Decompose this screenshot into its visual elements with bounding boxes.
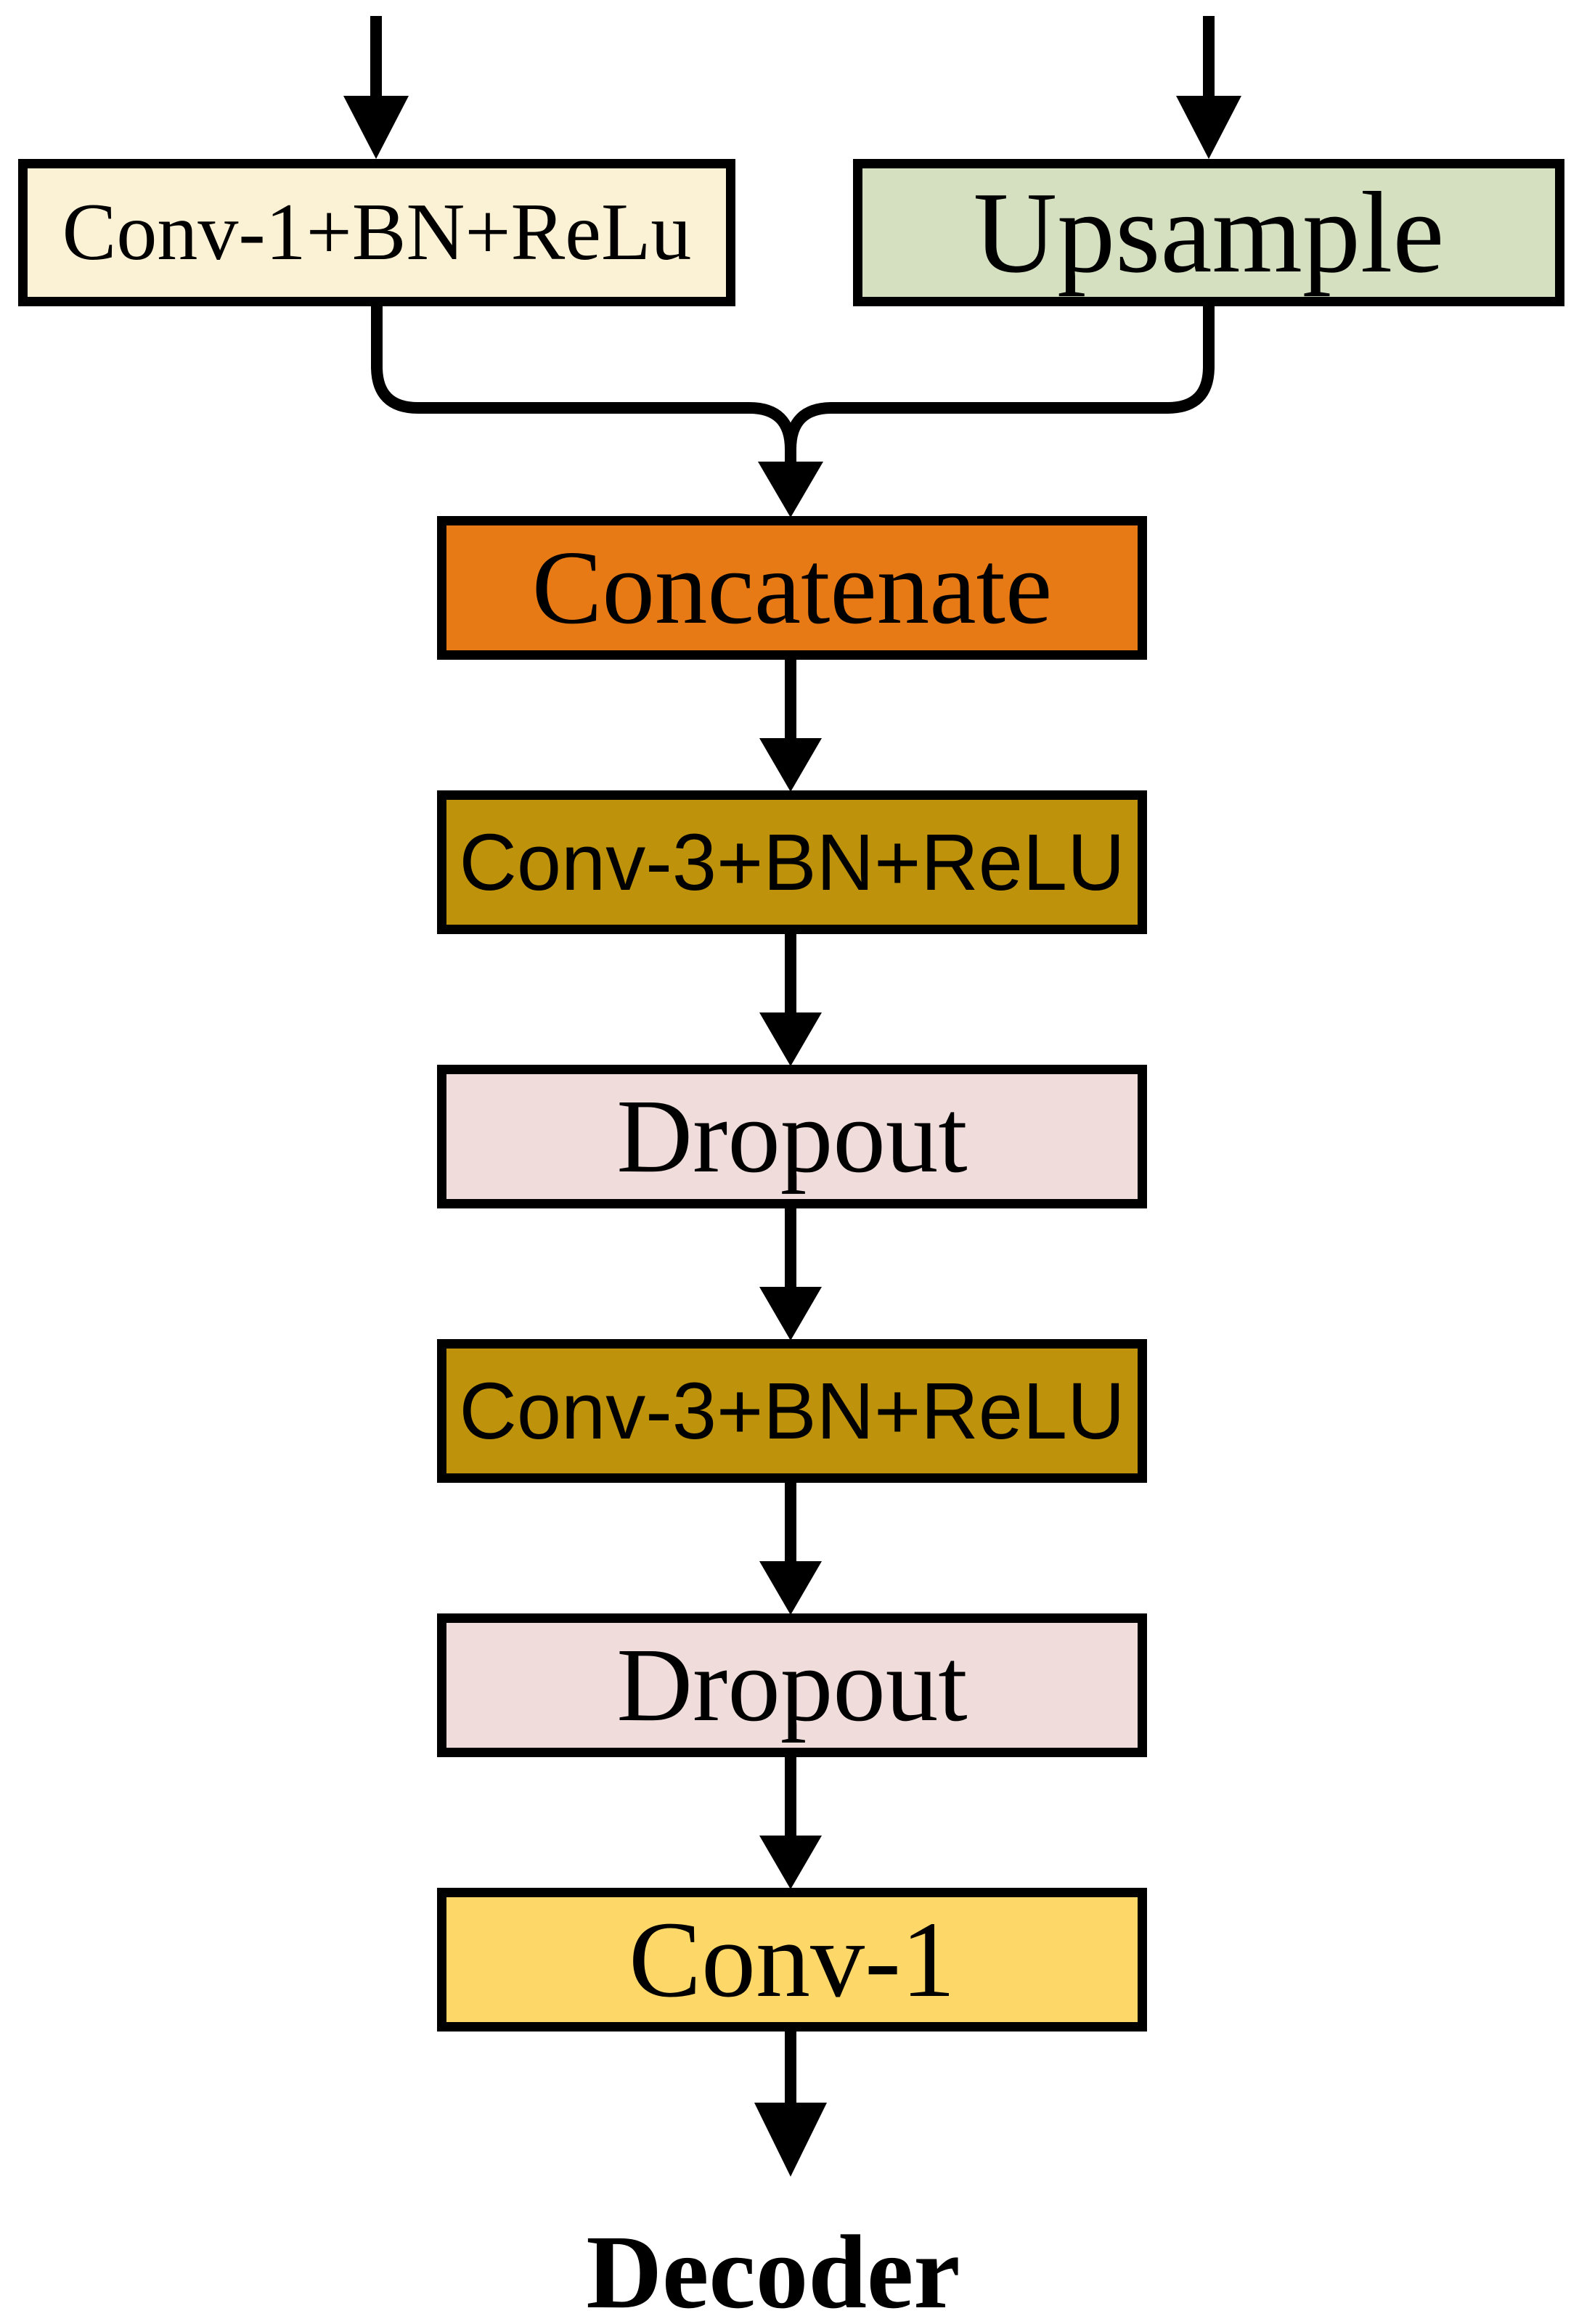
- connector-arrow-2-icon: [759, 931, 822, 1066]
- node-conv3-bn-relu-2: Conv-3+BN+ReLU: [437, 1339, 1147, 1483]
- connector-arrow-3-icon: [759, 1206, 822, 1341]
- merge-arrowhead-icon: [758, 462, 823, 517]
- output-arrow-icon: [754, 2029, 827, 2177]
- connector-arrow-5-icon: [759, 1754, 822, 1889]
- node-dropout-1: Dropout: [437, 1065, 1147, 1208]
- node-conv1: Conv-1: [437, 1888, 1147, 2032]
- diagram-caption: Decoder: [586, 2214, 960, 2324]
- node-concatenate: Concatenate: [437, 516, 1147, 660]
- merge-connector: [371, 305, 1215, 517]
- input-arrow-left-icon: [343, 16, 409, 159]
- node-conv3-bn-relu-1: Conv-3+BN+ReLU: [437, 790, 1147, 934]
- node-dropout-2: Dropout: [437, 1613, 1147, 1757]
- node-upsample: Upsample: [853, 159, 1564, 306]
- node-conv1-bn-relu: Conv-1+BN+ReLu: [18, 159, 735, 306]
- connector-arrow-4-icon: [759, 1480, 822, 1615]
- input-arrow-right-icon: [1176, 16, 1241, 159]
- connector-arrow-1-icon: [759, 657, 822, 792]
